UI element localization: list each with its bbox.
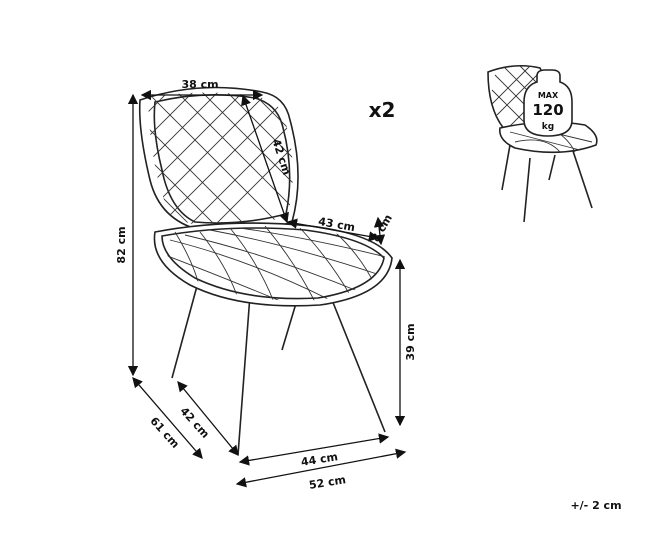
seat-thickness-label: 8 cm xyxy=(369,212,395,244)
max-load-illustration: MAX 120 kg xyxy=(487,64,598,223)
inner-width-label: 44 cm xyxy=(300,450,339,469)
seat-height-label: 39 cm xyxy=(404,323,417,360)
dimension-lines xyxy=(127,89,407,488)
total-height-label: 82 cm xyxy=(115,226,128,263)
top-width-label: 38 cm xyxy=(181,78,218,91)
chair-illustration xyxy=(138,86,393,456)
outer-depth-label: 61 cm xyxy=(147,415,182,451)
max-load-value: 120 xyxy=(532,101,563,119)
seat-depth-label: 43 cm xyxy=(317,215,356,234)
max-load-unit: kg xyxy=(542,122,554,132)
tolerance-label: +/- 2 cm xyxy=(570,499,621,512)
quantity-label: x2 xyxy=(369,98,396,122)
outer-width-label: 52 cm xyxy=(308,473,347,492)
max-label: MAX xyxy=(538,91,559,100)
